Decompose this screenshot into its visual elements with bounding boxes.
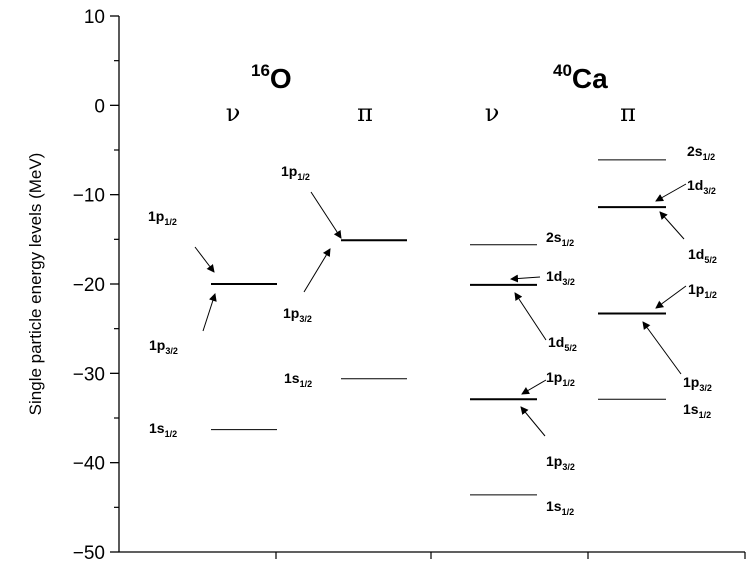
level-arrow	[303, 248, 331, 293]
column-header-ca-neutron: ν	[485, 99, 500, 127]
level-label: 1p1/2	[281, 163, 310, 182]
y-tick-label: −30	[73, 364, 105, 385]
level-arrow	[521, 379, 547, 395]
levels	[211, 159, 666, 496]
axes: 10 0 −10 −20 −30 −40 −50 Single particle energy…	[26, 7, 746, 564]
column-header-ca-proton: π	[620, 99, 636, 127]
level-arrow	[310, 191, 342, 239]
level-label: 1p3/2	[283, 305, 312, 324]
nucleus-title-o: 16O	[251, 61, 292, 94]
level-label: 1p3/2	[683, 374, 712, 393]
level-label: 2s1/2	[546, 229, 574, 248]
level-arrow	[655, 285, 687, 309]
headers: 16O 40Ca ν π ν π	[226, 61, 636, 127]
y-tick-label: −50	[73, 543, 105, 564]
level-arrow	[659, 211, 685, 240]
level-label: 1d3/2	[687, 177, 716, 196]
level-label: 1s1/2	[683, 401, 711, 420]
y-tick-label: −40	[73, 454, 105, 475]
level-label: 1p3/2	[546, 453, 575, 472]
level-arrow	[194, 246, 215, 273]
level-label: 1d5/2	[548, 334, 577, 353]
level-label: 2s1/2	[687, 143, 715, 162]
level-arrow	[510, 274, 541, 283]
level-label: 1p3/2	[149, 337, 178, 356]
y-tick-label: −20	[73, 275, 105, 296]
level-label: 1d3/2	[546, 268, 575, 287]
level-label: 1s1/2	[284, 370, 312, 389]
arrows	[194, 183, 687, 437]
y-tick-label: −10	[73, 186, 105, 207]
level-arrow	[655, 183, 687, 202]
nucleus-title-ca: 40Ca	[553, 61, 608, 94]
level-label: 1s1/2	[546, 498, 574, 517]
y-tick-label: 0	[94, 96, 105, 117]
y-tick-label: 10	[84, 7, 105, 28]
column-header-o-neutron: ν	[226, 99, 241, 127]
level-label: 1p1/2	[688, 281, 717, 300]
level-arrow	[202, 293, 217, 332]
level-label: 1d5/2	[688, 246, 717, 265]
level-arrow	[642, 321, 682, 375]
level-arrow	[520, 406, 546, 437]
level-arrow	[514, 292, 547, 341]
column-header-o-proton: π	[357, 99, 373, 127]
level-label: 1p1/2	[546, 369, 575, 388]
level-label: 1s1/2	[149, 420, 177, 439]
y-axis-label: Single particle energy levels (MeV)	[26, 153, 45, 416]
level-label: 1p1/2	[148, 208, 177, 227]
level-labels: 1p1/2 1p3/2 1s1/2 1p1/2 1p3/2 1s1/2 2s1/2 1d3/2…	[148, 143, 717, 517]
